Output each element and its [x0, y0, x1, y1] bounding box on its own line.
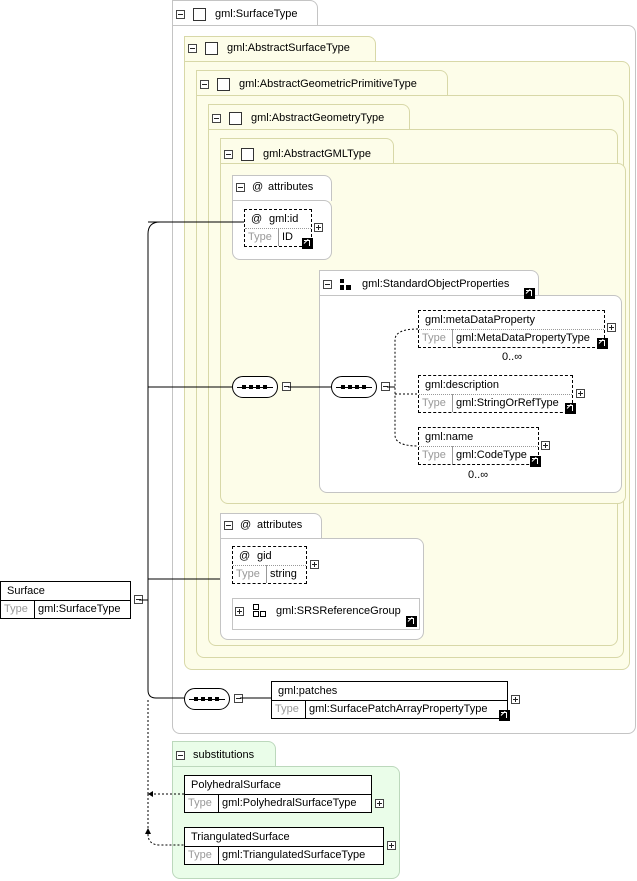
collapse-standard-object-properties-icon[interactable]	[323, 280, 332, 289]
type-label: Type	[422, 397, 446, 409]
attributes-tab	[232, 175, 332, 201]
abstract-geometry-label: gml:AbstractGeometryType	[251, 112, 385, 124]
abstract-surface-label: gml:AbstractSurfaceType	[227, 42, 350, 54]
complex-type-icon	[193, 8, 206, 21]
expand-description-icon[interactable]	[576, 389, 585, 398]
collapse-abstract-surface-icon[interactable]	[188, 44, 197, 53]
meta-data-property-name: gml:metaDataProperty	[425, 314, 536, 326]
description-element[interactable]: gml:description Type gml:StringOrRefType	[418, 375, 573, 413]
collapse-sequence-icon[interactable]	[282, 382, 291, 391]
description-name: gml:description	[425, 379, 499, 391]
attr-gid-name: gid	[257, 550, 272, 562]
name-element-name: gml:name	[425, 431, 474, 443]
expand-patches-icon[interactable]	[511, 695, 520, 704]
meta-data-property-element[interactable]: gml:metaDataProperty Type gml:MetaDataPr…	[418, 310, 605, 348]
polyhedral-surface-element[interactable]: PolyhedralSurface Type gml:PolyhedralSur…	[184, 775, 372, 813]
name-element[interactable]: gml:name Type gml:CodeType	[418, 427, 539, 465]
name-element-type: gml:CodeType	[456, 449, 527, 461]
expand-name-icon[interactable]	[541, 441, 550, 450]
attr-gid[interactable]: @ gid Type string	[232, 546, 307, 584]
attributes-label: attributes	[257, 519, 303, 531]
collapse-abstract-geometric-primitive-icon[interactable]	[200, 80, 209, 89]
type-label: Type	[236, 568, 260, 580]
type-label: Type	[422, 449, 446, 461]
goto-definition-icon[interactable]	[597, 338, 608, 349]
meta-data-property-multiplicity: 0..∞	[502, 351, 523, 363]
type-label: Type	[422, 332, 446, 344]
attr-gml-id-type: ID	[282, 231, 293, 243]
triangulated-surface-type: gml:TriangulatedSurfaceType	[222, 849, 366, 861]
sequence-compositor	[331, 376, 377, 398]
collapse-sequence-icon[interactable]	[381, 382, 390, 391]
attr-gid-type: string	[270, 568, 297, 580]
goto-definition-icon[interactable]	[565, 403, 576, 414]
collapse-surface-type-icon[interactable]	[176, 10, 185, 19]
patches-name: gml:patches	[278, 685, 338, 697]
abstract-geometric-primitive-tab	[196, 70, 448, 96]
expand-meta-data-property-icon[interactable]	[607, 323, 616, 332]
triangulated-surface-element[interactable]: TriangulatedSurface Type gml:Triangulate…	[184, 827, 384, 865]
attr-gml-id[interactable]: @ gml:id Type ID	[244, 209, 312, 247]
collapse-substitutions-icon[interactable]	[176, 751, 185, 760]
goto-definition-icon[interactable]	[530, 456, 541, 467]
surface-element[interactable]: Surface Type gml:SurfaceType	[0, 581, 131, 619]
complex-type-icon	[241, 148, 254, 161]
group-icon	[340, 279, 352, 291]
attribute-group-icon	[253, 604, 266, 617]
patches-type: gml:SurfacePatchArrayPropertyType	[309, 703, 488, 715]
expand-gid-icon[interactable]	[310, 560, 319, 569]
collapse-attributes-icon[interactable]	[224, 521, 233, 530]
type-label: Type	[248, 231, 272, 243]
collapse-abstract-geometry-icon[interactable]	[212, 114, 221, 123]
substitutions-label: substitutions	[193, 749, 255, 761]
sequence-compositor	[232, 376, 278, 398]
attribute-icon: @	[252, 181, 264, 193]
type-label: Type	[188, 797, 212, 809]
standard-object-properties-label: gml:StandardObjectProperties	[362, 278, 510, 290]
standard-object-properties-tab	[319, 270, 539, 296]
description-type: gml:StringOrRefType	[456, 397, 559, 409]
surface-name: Surface	[7, 585, 45, 597]
name-element-multiplicity: 0..∞	[468, 469, 489, 481]
srs-reference-group-box[interactable]	[232, 598, 420, 630]
complex-type-icon	[205, 42, 218, 55]
meta-data-property-type: gml:MetaDataPropertyType	[456, 332, 590, 344]
type-label: Type	[4, 603, 28, 615]
attribute-icon: @	[240, 519, 252, 531]
goto-definition-icon[interactable]	[406, 616, 417, 627]
attribute-icon: @	[251, 213, 263, 225]
expand-triangulated-surface-icon[interactable]	[387, 841, 396, 850]
sequence-compositor	[184, 688, 230, 710]
attr-gml-id-name: gml:id	[269, 213, 299, 225]
surface-type: gml:SurfaceType	[38, 603, 121, 615]
triangulated-surface-name: TriangulatedSurface	[191, 831, 290, 843]
expand-srs-reference-group-icon[interactable]	[235, 607, 244, 616]
patches-element[interactable]: gml:patches Type gml:SurfacePatchArrayPr…	[271, 681, 508, 719]
abstract-geometric-primitive-label: gml:AbstractGeometricPrimitiveType	[239, 78, 417, 90]
type-label: Type	[188, 849, 212, 861]
polyhedral-surface-name: PolyhedralSurface	[191, 779, 281, 791]
goto-definition-icon[interactable]	[499, 710, 510, 721]
collapse-surface-icon[interactable]	[134, 595, 143, 604]
collapse-sequence-icon[interactable]	[234, 694, 243, 703]
collapse-attributes-icon[interactable]	[236, 183, 245, 192]
attributes-tab	[220, 513, 322, 539]
attributes-label: attributes	[268, 181, 314, 193]
complex-type-icon	[229, 112, 242, 125]
goto-definition-icon[interactable]	[302, 238, 313, 249]
complex-type-icon	[217, 78, 230, 91]
type-label: Type	[275, 703, 299, 715]
goto-definition-icon[interactable]	[524, 288, 535, 299]
substitutions-tab	[172, 741, 276, 767]
abstract-gml-label: gml:AbstractGMLType	[263, 148, 371, 160]
expand-gml-id-icon[interactable]	[314, 223, 323, 232]
attribute-icon: @	[239, 550, 251, 562]
polyhedral-surface-type: gml:PolyhedralSurfaceType	[222, 797, 357, 809]
expand-polyhedral-surface-icon[interactable]	[375, 799, 384, 808]
srs-reference-group-label: gml:SRSReferenceGroup	[276, 605, 401, 617]
collapse-abstract-gml-icon[interactable]	[224, 150, 233, 159]
surface-type-label: gml:SurfaceType	[215, 8, 298, 20]
